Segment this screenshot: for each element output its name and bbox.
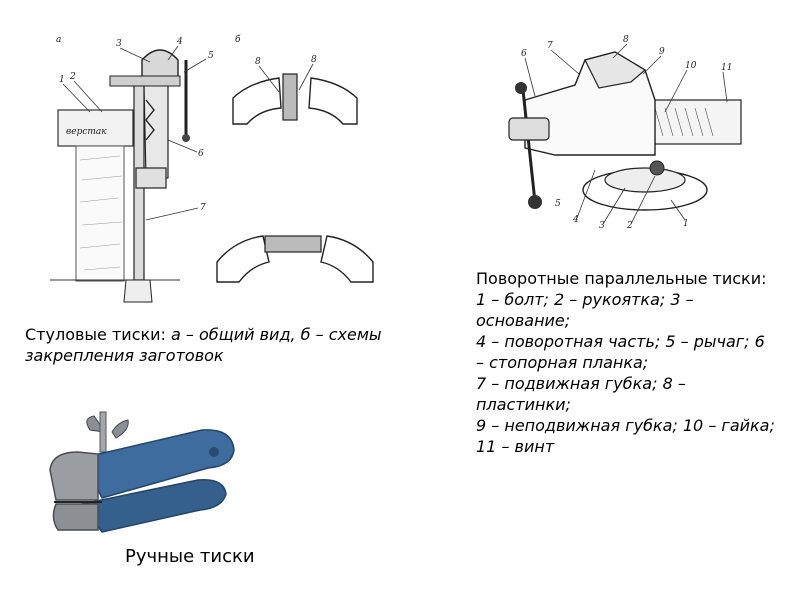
jaw-left-2: [216, 235, 270, 283]
rotary-screw-threads: [654, 107, 714, 137]
rotary-screw-head: [508, 117, 550, 141]
rotary-num-3: 3: [599, 221, 605, 230]
stool-num-4: 4: [176, 37, 183, 47]
clamp-num-8-left: 8: [255, 57, 261, 67]
stool-vise-caption-text: а – общий вид, б – схемы закрепления заг…: [25, 325, 382, 365]
stool-num-5: 5: [208, 51, 214, 61]
rotary-vise-caption: Поворотные параллельные тиски: 1 – болт;…: [476, 268, 776, 457]
rotary-bolt: [649, 160, 665, 176]
rotary-caption-line: Поворотные параллельные тиски:: [476, 269, 767, 288]
rotary-num-11: 11: [721, 63, 732, 73]
rotary-leader-lines: [524, 43, 728, 225]
rotary-num-6: 6: [521, 49, 527, 59]
rotary-num-10: 10: [685, 61, 697, 71]
rotary-turntable: [604, 167, 686, 193]
rotary-num-5: 5: [555, 199, 561, 209]
vise-clamp-block: [135, 167, 167, 189]
workbench-top: [57, 109, 134, 147]
workbench-leg: [75, 145, 125, 282]
jaw-right-1: [308, 77, 358, 125]
clamp-leader-right: [298, 63, 314, 91]
clamp-leader-left: [258, 65, 280, 93]
hand-vise-screw: [99, 411, 107, 453]
wing-nut-right: [111, 419, 129, 439]
fig-a-letter: а: [56, 35, 61, 45]
rotary-caption-line: 9 – неподвижная губка; 10 – гайка;: [476, 416, 775, 435]
rotary-lever-knob-bottom: [528, 195, 542, 209]
stool-vise-figure: а верстак 1 2 3 4 5 6 7: [50, 35, 214, 303]
stool-num-7: 7: [200, 203, 206, 213]
rotary-caption-line: 7 – подвижная губка; 8 – пластинки;: [476, 374, 686, 414]
wood-grain: [79, 155, 123, 271]
fig-b-letter: б: [235, 34, 241, 45]
workbench-label: верстак: [66, 127, 107, 137]
stool-num-1: 1: [59, 75, 65, 85]
rotary-num-9: 9: [659, 47, 665, 57]
jaw-left-1: [232, 77, 282, 125]
hand-vise-upper-arm: [80, 429, 235, 499]
hand-vise-pivot: [209, 447, 219, 457]
vise-spring: [145, 99, 155, 141]
rotary-num-8: 8: [623, 35, 629, 45]
rotary-num-4: 4: [572, 215, 579, 225]
vise-handle-knob: [182, 134, 190, 142]
rotary-vise-figure: 6 7 8 9 10 11 5 4 3 2 1: [508, 35, 742, 230]
clamp-num-8-right: 8: [311, 55, 317, 65]
rotary-num-2: 2: [626, 221, 633, 230]
stool-vise-caption-term: Стуловые тиски:: [25, 325, 166, 344]
stool-num-6: 6: [198, 149, 204, 159]
hand-vise-lower-jaw: [52, 503, 99, 531]
workpiece-2: [264, 235, 322, 253]
workpiece-1: [282, 73, 298, 121]
hand-vise-upper-jaw: [49, 451, 99, 501]
rotary-screw-housing: [646, 99, 742, 145]
rotary-caption-line: 1 – болт; 2 – рукоятка; 3 – основание;: [476, 290, 694, 330]
vise-movable-jaw: [143, 84, 169, 181]
jaw-right-2: [320, 235, 374, 283]
rotary-num-1: 1: [683, 219, 689, 229]
rotary-caption-line: 4 – поворотная часть; 5 – рычаг; 6 – сто…: [476, 332, 765, 372]
hand-vise-caption: Ручные тиски: [125, 546, 255, 567]
rotary-caption-line: 11 – винт: [476, 437, 555, 456]
rotary-jaws: [584, 51, 647, 89]
rotary-num-7: 7: [547, 41, 553, 51]
stool-leader-lines: [62, 45, 207, 221]
rotary-lever-knob-top: [515, 82, 527, 94]
rotary-lever: [521, 89, 537, 203]
stool-num-2: 2: [69, 72, 76, 82]
hand-vise-figure: [49, 411, 235, 533]
stool-num-3: 3: [116, 39, 122, 49]
vise-foot: [123, 279, 153, 303]
clamping-schemes-figure: б 8 8: [216, 34, 374, 283]
hand-vise-lower-arm: [80, 479, 227, 533]
vise-screw: [109, 75, 181, 87]
stool-vise-caption: Стуловые тиски: а – общий вид, б – схемы…: [25, 324, 445, 366]
